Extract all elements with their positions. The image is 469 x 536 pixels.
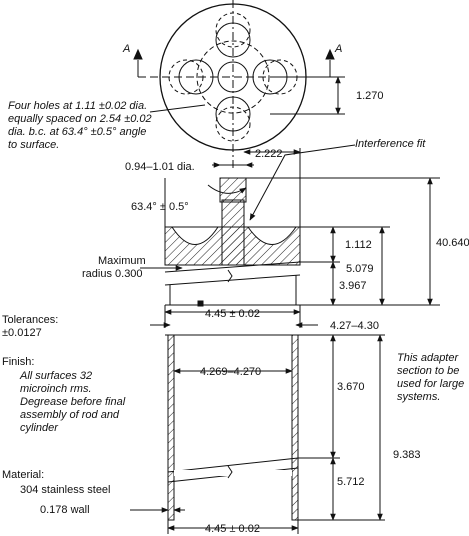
adapter-section [130, 334, 385, 534]
dim-1112: 1.112 [345, 239, 372, 251]
dim-3670: 3.670 [337, 381, 365, 393]
tolerances-value: ±0.0127 [2, 327, 42, 339]
dim-40640: 40.640 [436, 237, 469, 249]
dim-3967: 3.967 [339, 280, 367, 292]
hole-left [178, 59, 214, 95]
wall-left [167, 334, 175, 521]
dim-1270: 1.270 [356, 90, 384, 102]
finish-body: All surfaces 32 microinch rms. Degrease … [20, 370, 126, 434]
material-value: 304 stainless steel [20, 484, 111, 496]
interference-note: Interference fit [355, 138, 426, 150]
cap-section [140, 144, 440, 328]
dim-id-mid: 4.269–4.270 [200, 366, 261, 378]
dim-od-top: 4.45 ± 0.02 [205, 308, 260, 320]
dim-rod-dia: 0.94–1.01 dia. [125, 161, 195, 173]
dim-5079: 5.079 [346, 263, 374, 275]
top-view [133, 0, 345, 170]
tolerances-heading: Tolerances: [2, 314, 59, 326]
max-radius-note-1: Maximum [98, 255, 146, 267]
max-radius-note-2: radius 0.300 [82, 268, 143, 280]
dim-angle: 63.4° ± 0.5° [131, 201, 189, 213]
dim-5712: 5.712 [337, 476, 365, 488]
dim-2222: 2.222 [255, 148, 283, 160]
dim-427: 4.27–4.30 [330, 320, 379, 332]
wall-note: 0.178 wall [40, 504, 90, 516]
wall-right [291, 334, 299, 521]
material-heading: Material: [2, 469, 45, 481]
section-marker-left: A [122, 43, 130, 55]
dim-9383: 9.383 [393, 449, 421, 461]
finish-heading: Finish: [2, 356, 35, 368]
section-marker-right: A [334, 43, 342, 55]
holes-note: Four holes at 1.11 ±0.02 dia. equally sp… [8, 100, 152, 151]
adapter-note: This adapter section to be used for larg… [397, 352, 465, 403]
dim-od-bottom: 4.45 ± 0.02 [205, 523, 260, 535]
